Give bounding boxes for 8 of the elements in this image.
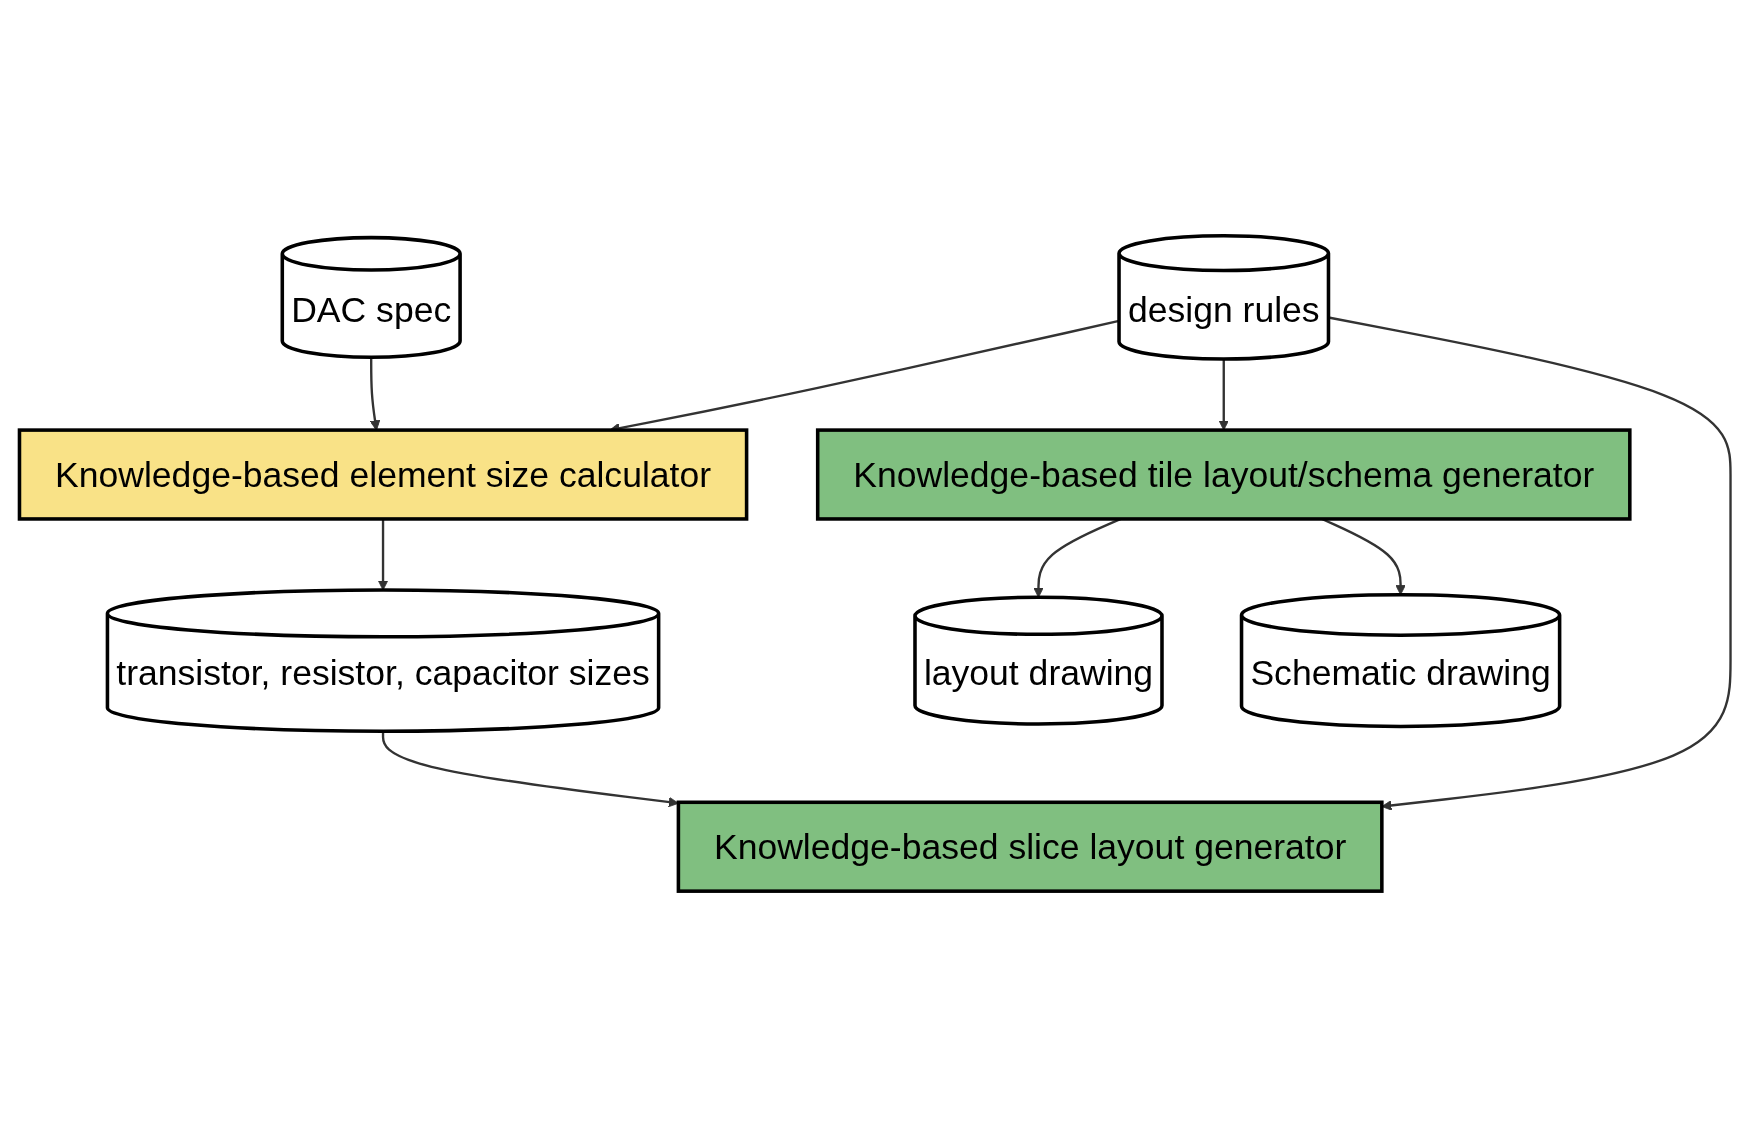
arrow <box>369 357 381 431</box>
arrow <box>377 518 389 591</box>
arrow <box>1328 316 1732 811</box>
node-box: Knowledge-based element size calculator <box>17 428 749 521</box>
arrow <box>1218 359 1229 431</box>
node-box: Knowledge-based slice layout generator <box>676 800 1384 893</box>
node-box: Knowledge-based tile layout/schema generator <box>815 428 1632 521</box>
arrow <box>381 731 679 808</box>
